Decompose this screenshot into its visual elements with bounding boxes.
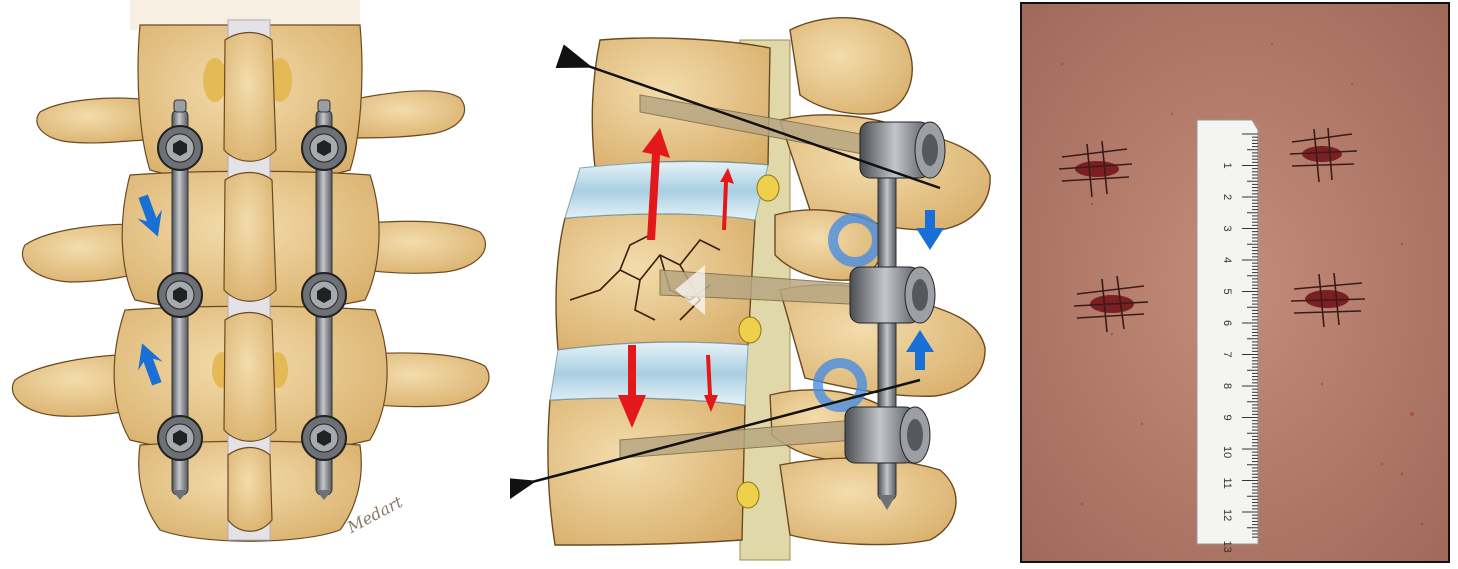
ruler-label: 9 (1221, 415, 1233, 421)
arrow-down-icon (137, 194, 162, 237)
posterior-view-panel: Medart (0, 0, 500, 569)
ruler-label: 3 (1221, 226, 1233, 232)
ruler-label: 10 (1221, 446, 1233, 458)
arrow-down-icon (618, 345, 646, 428)
arrow-down-icon (704, 355, 718, 412)
blue-compression-arrows (906, 210, 944, 370)
suture-incisions (1058, 127, 1366, 333)
lateral-view-panel (510, 0, 1000, 569)
rod-tip (878, 495, 896, 510)
spinous-processes (223, 31, 277, 532)
screw-trajectory-lines (510, 44, 941, 502)
arrow-up-icon (906, 330, 934, 370)
ruler-label: 1 (1221, 163, 1233, 169)
arrow-down-icon (916, 210, 944, 250)
red-distraction-arrows (618, 128, 734, 428)
arrow-up-icon (642, 128, 670, 240)
foramen-markers (736, 174, 780, 509)
ruler-label: 8 (1221, 383, 1233, 389)
ruler-label: 12 (1221, 509, 1233, 521)
incision-upper-right (1289, 127, 1358, 183)
ruler-label: 4 (1221, 257, 1233, 263)
arrow-up-icon (138, 343, 163, 386)
reduction-vector (675, 265, 705, 315)
incision-lower-right (1290, 272, 1366, 328)
ruler-label: 6 (1221, 320, 1233, 326)
ruler-ticks (1242, 133, 1258, 538)
ruler-label: 2 (1221, 194, 1233, 200)
blue-compression-arrows (137, 194, 163, 386)
arrow-up-icon (720, 168, 734, 230)
screw-heads (157, 125, 347, 461)
skin-texture (1060, 42, 1424, 526)
ruler-label: 13 (1221, 541, 1233, 553)
posterior-spine-illustration (12, 0, 490, 542)
intervertebral-discs (549, 161, 769, 406)
ruler-label: 5 (1221, 289, 1233, 295)
facet-rings (813, 213, 882, 412)
incision-upper-left (1058, 140, 1133, 198)
lateral-spine-illustration (510, 16, 991, 561)
ruler-label: 7 (1221, 352, 1233, 358)
ruler-label: 11 (1221, 478, 1233, 489)
screw-head-assemblies (844, 121, 946, 464)
incision-lower-left (1073, 275, 1149, 333)
